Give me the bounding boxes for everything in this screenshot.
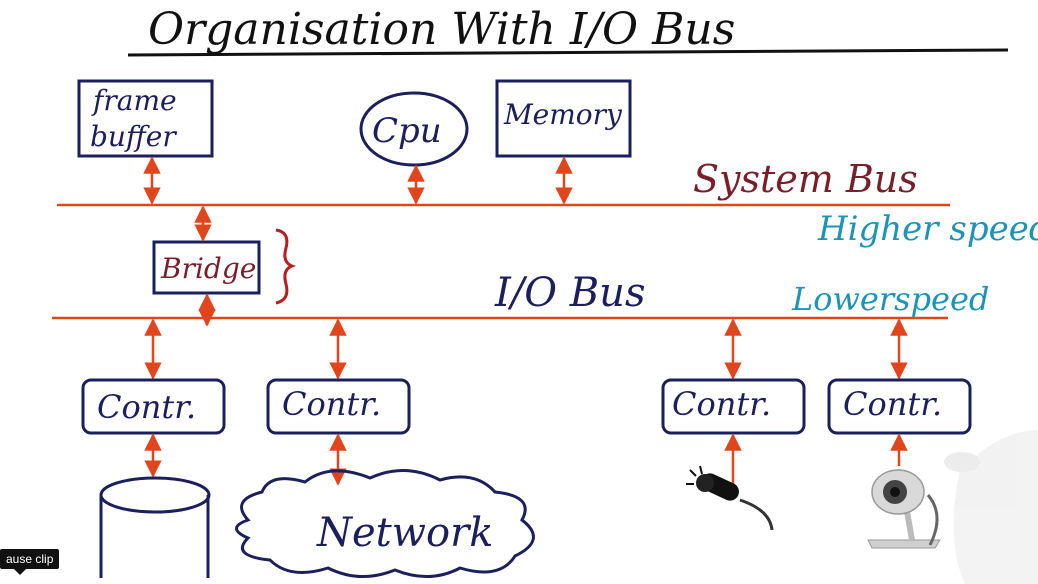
cloud-icon — [235, 468, 535, 579]
title-underline — [127, 48, 1009, 57]
frame-buffer-label-line1: frame — [91, 84, 177, 117]
microphone-icon — [686, 465, 774, 531]
controller-box-4 — [827, 378, 972, 435]
controller-label-2: Contr. — [282, 385, 381, 423]
controller-box-2 — [266, 378, 411, 435]
controller-box-1 — [81, 378, 226, 435]
controller-label-4: Contr. — [843, 385, 942, 423]
system-bus-label: System Bus — [693, 157, 918, 201]
io-bus-label: I/O Bus — [494, 270, 645, 316]
controller-label-3: Contr. — [672, 385, 771, 423]
pause-clip-tooltip[interactable]: ause clip — [0, 549, 60, 575]
frame-buffer-label-line2: buffer — [90, 120, 177, 153]
webcam-icon — [867, 469, 941, 549]
page-title: Organisation With I/O Bus — [148, 4, 735, 55]
network-label: Network — [316, 510, 493, 556]
bridge-brace — [275, 228, 297, 305]
hand-icon — [944, 430, 1038, 584]
frame-buffer-box — [77, 79, 214, 158]
bridge-label: Bridge — [160, 252, 256, 285]
memory-box — [495, 79, 632, 158]
cpu-label: Cpu — [372, 111, 442, 151]
disk-icon — [99, 476, 211, 578]
controller-label-1: Contr. — [97, 388, 196, 426]
lower-speed-label: Lowerspeed — [791, 280, 989, 318]
bridge-box — [152, 240, 261, 295]
higher-speed-label: Higher speed — [817, 209, 1038, 249]
memory-label: Memory — [503, 98, 623, 131]
controller-box-3 — [661, 378, 806, 435]
